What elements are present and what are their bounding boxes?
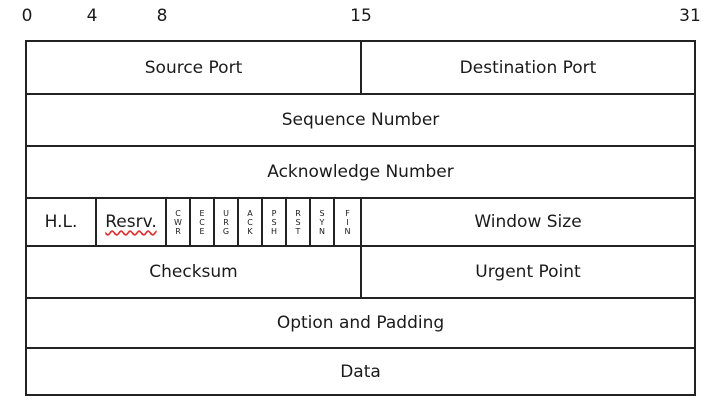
- bit-label-4: 4: [86, 6, 98, 26]
- flag-char: R: [295, 208, 301, 218]
- flag-char: W: [174, 217, 182, 227]
- flag-char: C: [175, 208, 181, 218]
- bit-label-0: 0: [21, 6, 33, 26]
- flag-char: K: [247, 226, 253, 236]
- flag-char: E: [199, 208, 205, 218]
- flag-char: S: [319, 208, 325, 218]
- bit-label-15: 15: [350, 6, 372, 26]
- row-flags: H.L. Resrv. C W R E C E U R G A C K P S …: [27, 199, 694, 247]
- flag-char: H: [270, 226, 277, 236]
- flag-char: N: [344, 226, 351, 236]
- urgent-point-field: Urgent Point: [475, 262, 581, 282]
- header-length-field: H.L.: [27, 199, 97, 245]
- row-acknowledge: Acknowledge Number: [27, 147, 694, 199]
- source-port-field: Source Port: [27, 42, 362, 93]
- flag-char: Y: [319, 217, 325, 227]
- destination-port-field: Destination Port: [459, 57, 597, 78]
- flag-char: S: [295, 217, 301, 227]
- row-ports: Source Port Destination Port: [27, 42, 694, 95]
- row-checksum: Checksum Urgent Point: [27, 247, 694, 299]
- flag-char: R: [223, 217, 229, 227]
- flag-rst: R S T: [287, 199, 311, 245]
- flag-char: C: [247, 217, 253, 227]
- flag-char: G: [222, 226, 230, 236]
- flag-fin: F I N: [335, 199, 362, 245]
- flag-char: E: [199, 226, 205, 236]
- tcp-header-table: Source Port Destination Port Sequence Nu…: [25, 40, 696, 396]
- sequence-number-field: Sequence Number: [281, 110, 440, 130]
- flag-char: T: [295, 226, 301, 236]
- flag-psh: P S H: [263, 199, 287, 245]
- bit-label-31: 31: [679, 6, 701, 26]
- data-field: Data: [340, 361, 381, 382]
- flag-char: S: [271, 217, 277, 227]
- flag-char: U: [223, 208, 229, 218]
- reserved-field: Resrv.: [97, 199, 167, 245]
- checksum-field: Checksum: [27, 247, 362, 297]
- row-option: Option and Padding: [27, 299, 694, 349]
- flag-char: I: [346, 217, 349, 227]
- flag-syn: S Y N: [311, 199, 335, 245]
- row-data: Data: [27, 349, 694, 394]
- flag-char: R: [175, 226, 181, 236]
- flag-char: A: [247, 208, 253, 218]
- row-sequence: Sequence Number: [27, 95, 694, 147]
- flag-char: N: [319, 226, 325, 236]
- flag-ack: A C K: [239, 199, 263, 245]
- flag-cwr: C W R: [167, 199, 191, 245]
- flag-char: P: [271, 208, 277, 218]
- flag-char: C: [199, 217, 205, 227]
- flag-char: F: [345, 208, 350, 218]
- bit-label-8: 8: [156, 6, 168, 26]
- flag-urg: U R G: [215, 199, 239, 245]
- option-padding-field: Option and Padding: [276, 313, 445, 333]
- window-size-field: Window Size: [474, 212, 582, 232]
- acknowledge-number-field: Acknowledge Number: [267, 162, 454, 182]
- reserved-label: Resrv.: [105, 212, 157, 232]
- flag-ece: E C E: [191, 199, 215, 245]
